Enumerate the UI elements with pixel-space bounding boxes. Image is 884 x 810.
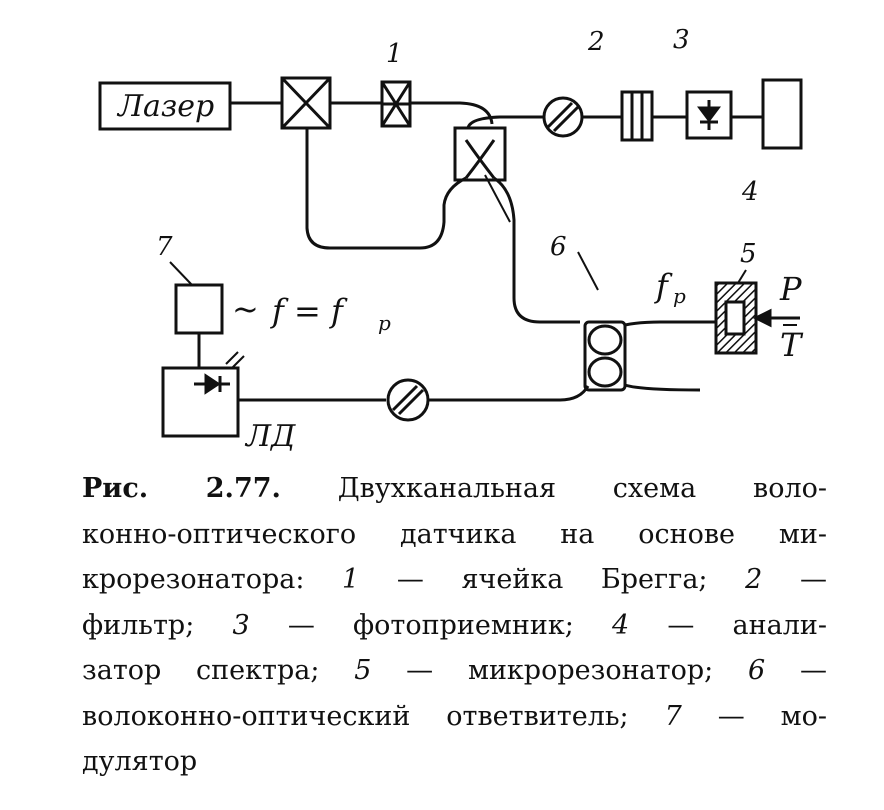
fiber-coupler-to-filter (466, 115, 545, 129)
polarization-controller-top (542, 96, 584, 138)
caption-line-4: фильтр; 3 — фотоприемник; 4 — анали- (82, 603, 827, 649)
polarization-controller-bottom (386, 378, 430, 422)
caption-line-5: затор спектра; 5 — микрорезонатор; 6 — (82, 648, 827, 694)
caption-item-5: микрорезонатор; (467, 655, 714, 686)
resonance-frequency-subscript: p (673, 284, 686, 308)
modulation-subscript: p (378, 311, 391, 335)
caption-sep-7: — (717, 700, 745, 732)
fiber-isolator-loop (305, 128, 467, 250)
caption-item-2: фильтр; (82, 609, 195, 641)
caption-num-5: 5 (354, 655, 372, 686)
caption-num-3: 3 (232, 609, 250, 641)
caption-line-1: Рис. 2.77. Двухканальная схема воло- (82, 466, 827, 512)
modulator (174, 283, 224, 335)
caption-text-2: конно-оптического датчика на основе ми- (82, 518, 827, 550)
temperature-label: T (780, 326, 804, 364)
modulation-tilde: ~ (232, 290, 259, 328)
label-1: 1 (386, 39, 403, 69)
caption-num-6: 6 (748, 655, 766, 686)
label-3: 3 (673, 25, 690, 55)
caption-sep-1: — (396, 564, 424, 595)
fiber-upper-to-lower (493, 176, 580, 324)
caption-item-7a: мо- (780, 700, 827, 732)
resonance-frequency-label: f (654, 267, 673, 305)
fiber-to-microresonator (624, 320, 718, 327)
caption-line-7: дулятор (82, 739, 827, 785)
upper-coupler (453, 126, 507, 182)
caption-item-6: волоконно-оптический ответвитель; (82, 700, 629, 732)
caption-item-7b: дулятор (82, 746, 198, 777)
caption-sep-2: — (799, 564, 827, 595)
label-6: 6 (550, 232, 567, 262)
spectrum-analyzer (761, 78, 803, 150)
laser-box (98, 81, 232, 131)
caption-sep-6: — (799, 655, 827, 686)
label-4: 4 (741, 177, 759, 207)
filter (620, 90, 654, 142)
modulation-equation: f = f (270, 292, 348, 330)
pressure-label: P (779, 270, 802, 308)
caption-text-1: Двухканальная схема воло- (337, 473, 827, 504)
label-2: 2 (587, 27, 605, 57)
caption-sep-3: — (287, 609, 315, 641)
caption-num-1: 1 (342, 564, 360, 595)
caption-text-3: крорезонатора: (82, 564, 305, 595)
caption-item-1: ячейка Брегга; (461, 564, 708, 595)
caption-sep-5: — (406, 655, 434, 686)
caption-line-6: волоконно-оптический ответвитель; 7 — мо… (82, 694, 827, 740)
caption-num-7: 7 (664, 700, 682, 732)
caption-item-4b: затор спектра; (82, 655, 320, 686)
fiber-optic-sensor-diagram: Лазер 1 2 3 4 5 6 7 ~ f = f p f p P T ЛД (98, 25, 804, 454)
caption-sep-4: — (667, 609, 695, 641)
caption-label: Рис. 2.77. (82, 473, 281, 504)
figure-caption: Рис. 2.77. Двухканальная схема воло- кон… (82, 466, 827, 785)
label-5: 5 (740, 239, 757, 269)
caption-num-4: 4 (612, 609, 630, 641)
caption-line-2: конно-оптического датчика на основе ми- (82, 512, 827, 558)
ld-label: ЛД (244, 419, 296, 454)
caption-line-3: крорезонатора: 1 — ячейка Брегга; 2 — (82, 557, 827, 603)
laser-label: Лазер (116, 89, 214, 124)
fiber-bragg-to-coupler (410, 101, 494, 125)
caption-item-4a: анали- (732, 609, 827, 641)
caption-item-3: фотоприемник; (353, 609, 574, 641)
laser-diode-box (161, 366, 240, 438)
label-7: 7 (156, 232, 173, 262)
fiber-lower-right-tail (624, 383, 701, 392)
caption-num-2: 2 (745, 564, 763, 595)
